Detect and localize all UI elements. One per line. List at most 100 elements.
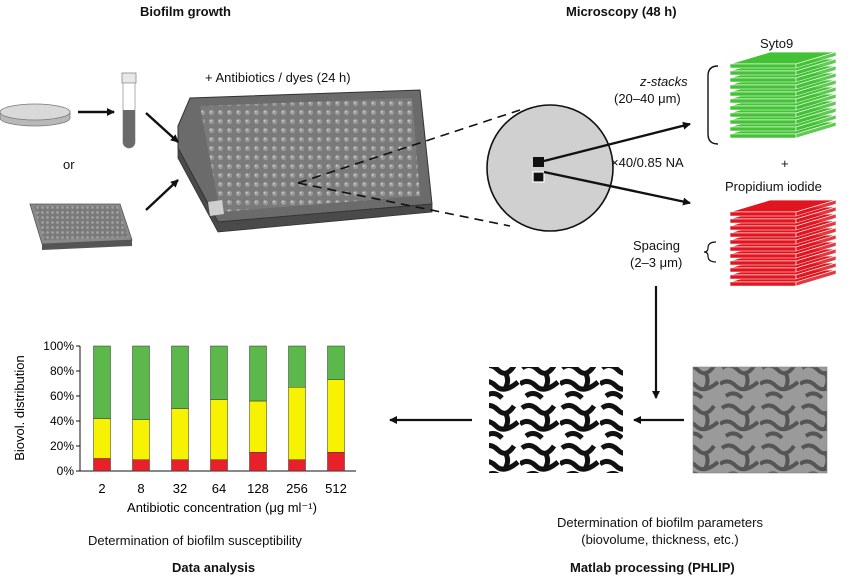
objective-label: ×40/0.85 NA [611, 155, 684, 170]
bar-segment-green [210, 345, 228, 400]
stack-layer-edge [729, 281, 797, 287]
stack-layer-edge [729, 267, 797, 273]
heading-matlab-processing: Matlab processing (PHLIP) [570, 560, 735, 575]
spacing-range-label: (2–3 μm) [630, 255, 683, 270]
stack-layer-edge [729, 77, 797, 83]
heading-biofilm-growth: Biofilm growth [140, 4, 231, 19]
propidium-iodide-label: Propidium iodide [725, 179, 822, 194]
bar-segment-green [327, 345, 345, 380]
bar-segment-yellow [132, 419, 150, 460]
test-tube-icon [121, 72, 137, 149]
bar-segment-red [249, 452, 267, 472]
x-tick-label: 2 [98, 481, 105, 496]
stack-layer-side [795, 65, 837, 83]
stack-layer-side [795, 234, 837, 252]
bar-segment-red [288, 459, 306, 472]
stack-layer-edge [729, 260, 797, 266]
y-tick-label: 40% [50, 414, 74, 428]
stack-layer-side [795, 262, 837, 280]
stack-layer-edge [729, 246, 797, 252]
x-tick-label: 128 [247, 481, 269, 496]
stack-layer-edge [729, 105, 797, 111]
stack-layer-side [795, 255, 837, 273]
stack-layer-side [795, 107, 837, 125]
stack-layer-edge [729, 119, 797, 125]
stack-layer-side [795, 72, 837, 90]
plus-label: + [781, 156, 789, 171]
stack-layer-edge [729, 126, 797, 132]
stack-layer-edge [729, 232, 797, 238]
bar-segment-yellow [327, 379, 345, 453]
y-tick-label: 100% [43, 339, 74, 353]
stack-layer-side [795, 199, 837, 217]
red-stack-icon [729, 199, 837, 287]
stack-layer-edge [729, 98, 797, 104]
bar-segment-green [93, 345, 111, 419]
stack-layer-edge [729, 112, 797, 118]
stack-layer-side [795, 213, 837, 231]
x-axis-label: Antibiotic concentration (μg ml⁻¹) [127, 500, 317, 515]
arrow-tube-to-plate [145, 112, 179, 143]
bar-segment-yellow [210, 399, 228, 460]
x-tick-label: 512 [325, 481, 347, 496]
x-tick-label: 8 [137, 481, 144, 496]
arrow-small-plate-to-plate [145, 179, 179, 211]
bar-segment-green [132, 345, 150, 420]
or-label: or [63, 157, 75, 172]
stack-layer-side [795, 241, 837, 259]
well-zoom-circle [486, 104, 614, 232]
stack-layer-edge [729, 63, 797, 69]
stack-layer-side [795, 227, 837, 245]
binary-image [489, 367, 623, 473]
x-tick-label: 64 [212, 481, 226, 496]
bar-segment-red [171, 459, 189, 472]
susceptibility-label: Determination of biofilm susceptibility [88, 533, 302, 548]
stack-layer-side [795, 93, 837, 111]
bar-segment-red [327, 452, 345, 472]
heading-microscopy: Microscopy (48 h) [566, 4, 677, 19]
stack-layer-edge [729, 253, 797, 259]
stack-layer-edge [729, 91, 797, 97]
stack-layer-side [795, 206, 837, 224]
bar-segment-green [171, 345, 189, 409]
stack-layer-side [795, 86, 837, 104]
bar-segment-yellow [288, 387, 306, 460]
stack-layer-side [795, 248, 837, 266]
z-stacks-bracket [707, 65, 719, 145]
stack-layer-edge [729, 274, 797, 280]
stack-layer-side [795, 121, 837, 139]
stack-layer-side [795, 51, 837, 69]
parameters-label: Determination of biofilm parameters [557, 515, 763, 530]
bar-segment-red [210, 459, 228, 472]
gray-microscopy-image [692, 366, 828, 474]
bar-segment-red [132, 459, 150, 472]
stack-layer-edge [729, 225, 797, 231]
stack-layer-edge [729, 84, 797, 90]
zoom-line-top [297, 109, 521, 184]
stack-layer-edge [729, 218, 797, 224]
bar-segment-red [93, 458, 111, 472]
spacing-label: Spacing [633, 238, 680, 253]
y-tick-label: 0% [57, 464, 75, 478]
stack-layer-edge [729, 239, 797, 245]
antibiotics-dyes-label: + Antibiotics / dyes (24 h) [205, 70, 351, 85]
syto9-label: Syto9 [760, 36, 794, 51]
stack-layer-side [795, 269, 837, 287]
y-axis-label: Biovol. distribution [12, 355, 27, 461]
arrow-to-green-stack [543, 121, 691, 163]
stack-layer-side [795, 114, 837, 132]
stack-layer-side [795, 79, 837, 97]
stack-layer-side [795, 220, 837, 238]
x-tick-label: 32 [173, 481, 187, 496]
small-well-plate-icon [29, 203, 133, 250]
y-tick-label: 80% [50, 364, 74, 378]
spacing-bracket [703, 241, 717, 263]
arrow-to-red-stack [543, 170, 691, 206]
bar-segment-green [249, 345, 267, 402]
stack-layer-side [795, 100, 837, 118]
y-tick-label: 60% [50, 389, 74, 403]
bar-segment-yellow [249, 400, 267, 453]
stack-layer-edge [729, 70, 797, 76]
y-tick-label: 20% [50, 439, 74, 453]
